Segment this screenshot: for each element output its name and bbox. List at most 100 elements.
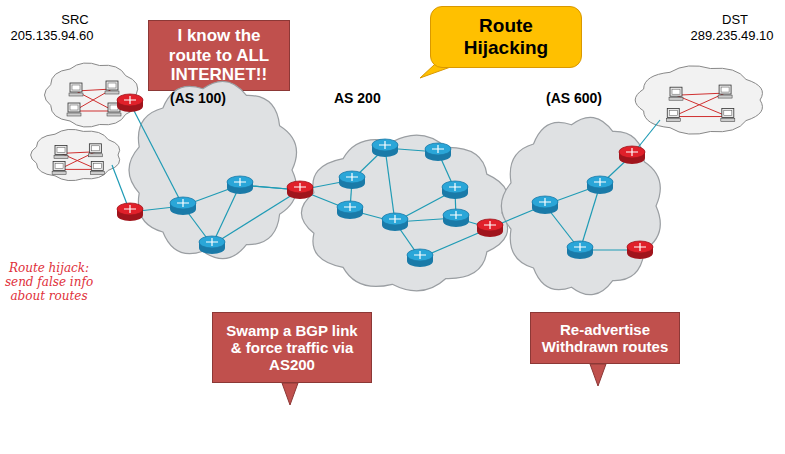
router-arrows [484,221,496,229]
router-arrows [414,251,426,259]
router-icon [287,181,313,193]
router-arrows [634,243,646,251]
computer-base [69,93,83,96]
computer-base [107,113,121,116]
router-icon [339,171,365,183]
router-icon [407,249,433,261]
as-label: (AS 100) [170,90,226,106]
cloud-shape [129,81,297,258]
host-label: SRC [40,12,110,27]
computer-screen [721,87,729,92]
callout-box: I know the route to ALL INTERNET!! [148,20,290,91]
callout-text: Route Hijacking [439,15,573,59]
router-arrows [234,178,246,186]
router-arrows [379,141,391,149]
as-label: (AS 600) [546,90,602,106]
host-label: DST [700,12,770,27]
router-icon [477,219,503,231]
computer-screen [110,105,118,110]
computer-base [721,119,735,122]
computer-screen [72,85,80,90]
computer-screen [57,147,65,152]
computer-icon [667,109,679,118]
computer-screen [70,105,78,110]
router-icon [117,203,143,215]
callout-box: Re-advertise Withdrawn routes [530,312,680,364]
computer-base [669,97,683,100]
as-cloud: (AS 600) [498,88,668,300]
computer-screen [93,163,101,168]
router-arrows [206,238,218,246]
router-icon [199,236,225,248]
computer-icon [70,83,82,92]
handwritten-note: Route hijack: send false info about rout… [4,262,94,303]
computer-screen [108,83,116,88]
router-icon [532,196,558,208]
computer-screen [55,163,63,168]
callout-box: Route Hijacking [430,6,582,68]
router-arrows [177,199,189,207]
router-arrows [594,178,606,186]
router-arrows [574,243,586,251]
router-arrows [389,215,401,223]
computer-icon [719,85,731,94]
as-label: AS 200 [334,90,381,106]
ip-address: 205.135.94.60 [2,28,102,43]
computer-icon [670,87,682,96]
router-arrows [294,183,306,191]
callout-text: Swamp a BGP link & force traffic via AS2… [221,322,363,374]
lan-cloud [31,129,120,180]
router-arrows [626,148,638,156]
router-icon [117,94,143,106]
computer-base [90,171,104,174]
router-icon [170,197,196,209]
computer-icon [89,144,101,153]
as-cloud: AS 200 [300,88,515,300]
cloud-shape [501,117,660,294]
computer-icon [722,109,734,118]
router-arrows [346,173,358,181]
computer-icon [68,103,80,112]
router-icon [442,181,468,193]
computer-base [88,154,102,157]
computer-base [67,113,81,116]
router-icon [382,213,408,225]
computer-icon [55,145,67,154]
router-arrows [432,145,444,153]
computer-base [666,119,680,122]
computer-screen [672,89,680,94]
computer-icon [91,161,103,170]
computer-base [54,155,68,158]
router-arrows [450,211,462,219]
router-arrows [344,203,356,211]
cloud-outline [498,88,668,300]
router-icon [425,143,451,155]
router-icon [627,241,653,253]
router-icon [587,176,613,188]
router-icon [443,209,469,221]
router-arrows [449,183,461,191]
callout-text: I know the route to ALL INTERNET!! [157,26,281,85]
computer-base [718,95,732,98]
router-icon [619,146,645,158]
computer-screen [724,111,732,116]
ip-address: 289.235.49.10 [682,28,782,43]
router-icon [567,241,593,253]
router-icon [372,139,398,151]
router-arrows [539,198,551,206]
router-icon [227,176,253,188]
router-arrows [124,96,136,104]
computer-icon [53,161,65,170]
callout-text: Re-advertise Withdrawn routes [539,321,671,356]
computer-screen [91,146,99,151]
lan-cloud [635,66,762,134]
pointer-triangle [282,383,298,405]
router-icon [337,201,363,213]
callout-box: Swamp a BGP link & force traffic via AS2… [212,312,372,383]
computer-base [52,171,66,174]
computer-base [105,91,119,94]
cloud-outline [300,88,515,300]
computer-icon [106,81,118,90]
router-arrows [124,205,136,213]
